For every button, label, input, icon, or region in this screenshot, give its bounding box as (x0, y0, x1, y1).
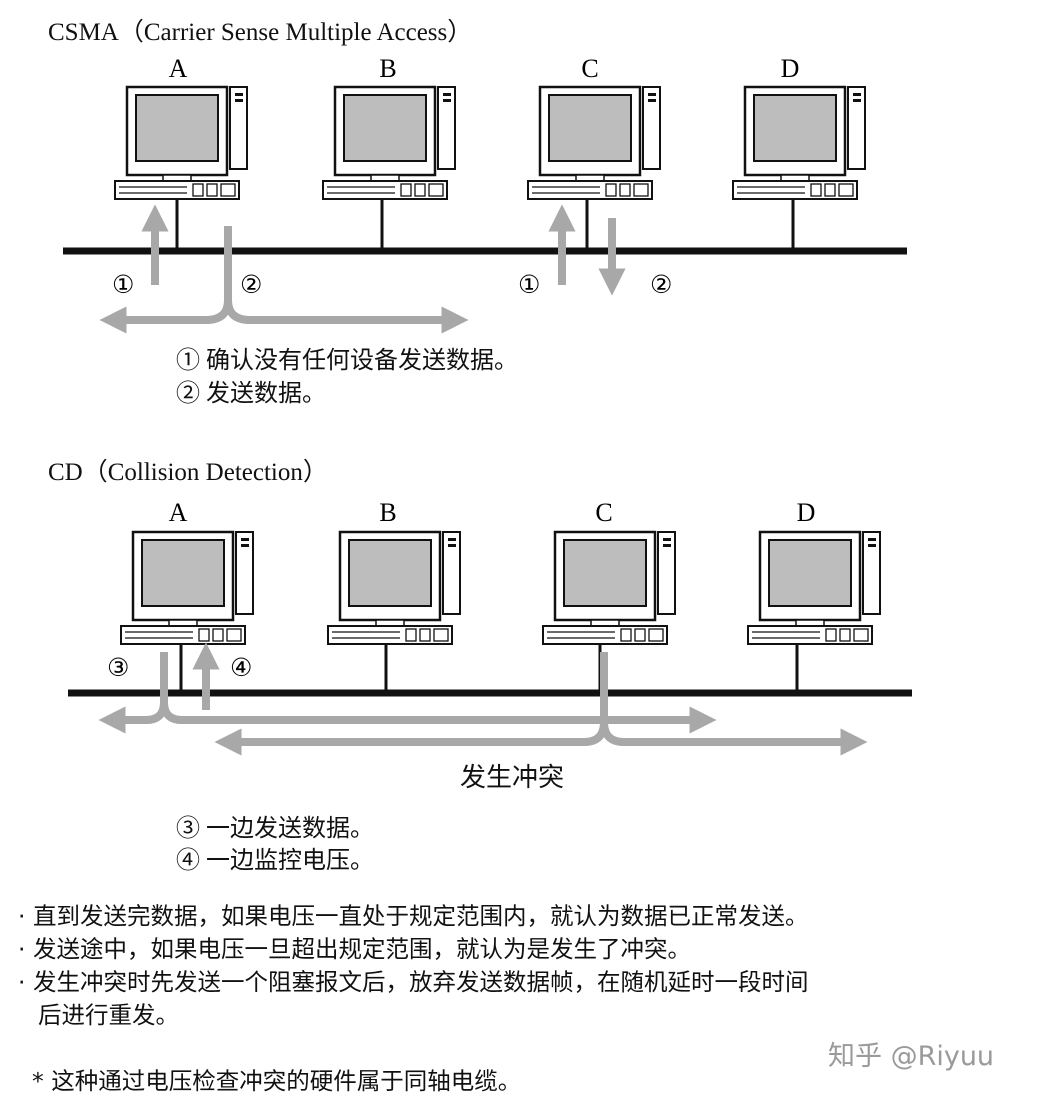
footnote: * 这种通过电压检查冲突的硬件属于同轴电缆。 (32, 1067, 522, 1095)
marker-1-a: ① (112, 270, 134, 299)
computer-label-d: D (781, 54, 800, 83)
send-arrow-c-right (600, 721, 868, 756)
computer-label-a: A (169, 54, 188, 83)
bullet-item-3-continued: 后进行重发。 (38, 1001, 179, 1029)
computer-label-b: B (379, 498, 396, 527)
csma-note-1: ① 确认没有任何设备发送数据。 (176, 348, 518, 374)
collision-label: 发生冲突 (460, 763, 565, 792)
computer-icon-d (746, 530, 882, 646)
csma-title: CSMA（Carrier Sense Multiple Access） (48, 19, 473, 46)
bullet-list: · 直到发送完数据，如果电压一直处于规定范围内，就认为数据已正常发送。 · 发送… (18, 900, 808, 1032)
marker-1-c: ① (518, 270, 540, 299)
csma-arrows (99, 204, 626, 334)
computer-label-b: B (379, 54, 396, 83)
cd-drop-cables (179, 644, 799, 693)
marker-3: ③ (107, 653, 129, 682)
computer-icon-b (321, 85, 457, 201)
cd-note-4: ④ 一边监控电压。 (176, 848, 374, 874)
computer-label-d: D (797, 498, 816, 527)
send-arrow-a-right (160, 701, 717, 734)
send-arrow-right (224, 299, 469, 334)
computer-label-c: C (595, 498, 612, 527)
computer-icon-d (731, 85, 867, 201)
cd-computers (119, 530, 882, 646)
bullet-item-2: · 发送途中，如果电压一旦超出规定范围，就认为是发生了冲突。 (18, 935, 691, 963)
watermark: 知乎 @Riyuu (828, 1041, 995, 1072)
cd-arrows (98, 642, 868, 756)
bullet-item-3: · 发生冲突时先发送一个阻塞报文后，放弃发送数据帧，在随机延时一段时间 (18, 968, 809, 996)
cd-title: CD（Collision Detection） (48, 459, 328, 486)
csma-drop-cables (175, 199, 795, 251)
computer-icon-c (526, 85, 662, 201)
bullet-item-1: · 直到发送完数据，如果电压一直处于规定范围内，就认为数据已正常发送。 (18, 902, 809, 930)
marker-4: ④ (230, 653, 252, 682)
cd-note-3: ③ 一边发送数据。 (176, 816, 374, 842)
computer-icon-a (113, 85, 249, 201)
marker-2-c: ② (650, 270, 672, 299)
computer-label-c: C (581, 54, 598, 83)
csma-computers (113, 85, 867, 201)
computer-label-a: A (169, 498, 188, 527)
computer-icon-b (326, 530, 462, 646)
computer-icon-a (119, 530, 255, 646)
send-arrow-c-left (214, 652, 608, 756)
marker-2-a: ② (240, 270, 262, 299)
computer-icon-c (541, 530, 677, 646)
csma-note-2: ② 发送数据。 (176, 381, 326, 407)
